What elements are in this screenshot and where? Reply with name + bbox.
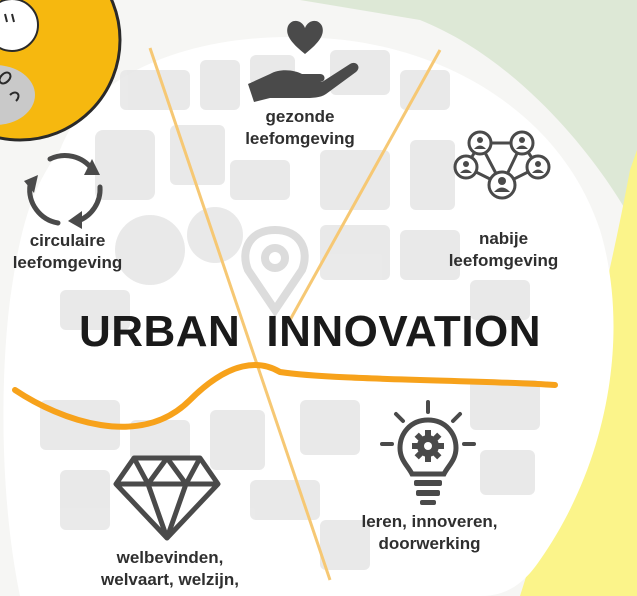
recycle-arrows-icon (24, 153, 103, 229)
label-welbevinden: welbevinden, welvaart, welzijn, (80, 547, 260, 591)
heart-in-hand-icon (248, 20, 359, 102)
people-network-icon (453, 130, 551, 200)
main-title: URBAN INNOVATION (30, 300, 590, 364)
label-line: leefomgeving (448, 251, 559, 270)
diamond-icon (113, 455, 221, 541)
label-line: leefomgeving (245, 129, 355, 148)
label-line: gezonde (265, 107, 335, 126)
label-gezonde-leefomgeving: gezonde leefomgeving (225, 106, 375, 150)
label-line: welbevinden, (116, 548, 224, 567)
label-line: leefomgeving (12, 253, 123, 272)
label-line: circulaire (29, 231, 106, 250)
label-line: leren, innoveren, (361, 512, 498, 531)
title-word: URBAN (78, 307, 241, 356)
label-line: doorwerking (378, 534, 481, 553)
label-circulaire-leefomgeving: circulaire leefomgeving (0, 230, 135, 274)
label-leren-innoveren: leren, innoveren, doorwerking (342, 511, 517, 555)
label-nabije-leefomgeving: nabije leefomgeving (436, 228, 571, 272)
lightbulb-gear-icon (380, 400, 476, 505)
label-line: nabije (478, 229, 529, 248)
title-word: INNOVATION (266, 307, 542, 356)
label-line: welvaart, welzijn, (101, 570, 239, 589)
